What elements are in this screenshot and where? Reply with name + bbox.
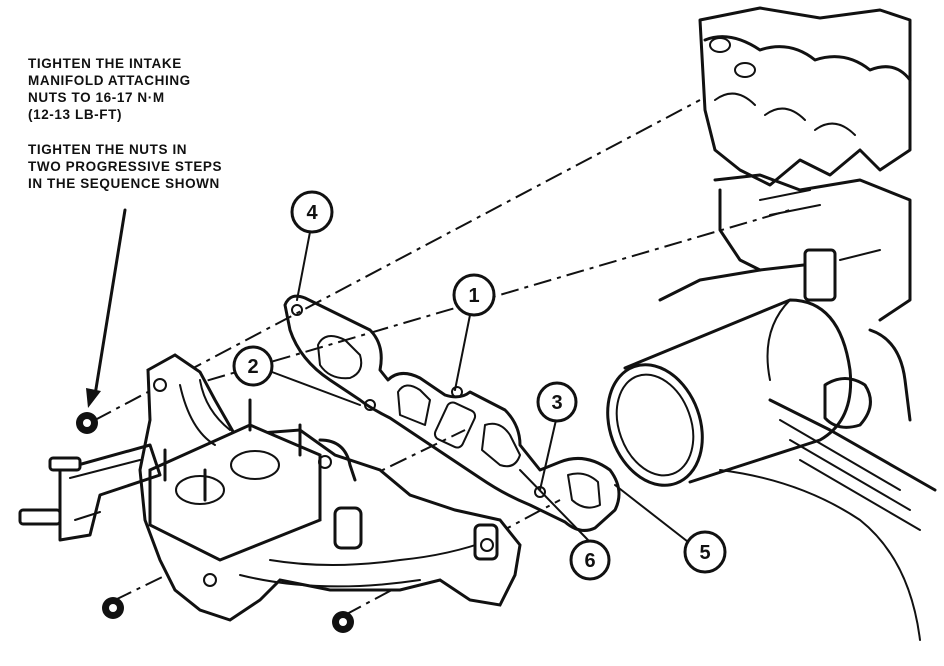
callout-1: 1 [452, 273, 496, 317]
callout-2: 2 [232, 345, 274, 387]
sequence-instruction: TIGHTEN THE NUTS IN TWO PROGRESSIVE STEP… [28, 141, 222, 192]
callout-3: 3 [536, 381, 578, 423]
torque-line-1: TIGHTEN THE INTAKE [28, 56, 182, 71]
torque-instruction: TIGHTEN THE INTAKE MANIFOLD ATTACHING NU… [28, 55, 191, 123]
callout-1-label: 1 [468, 285, 479, 307]
intake-gasket [283, 294, 621, 532]
callout-6: 6 [569, 539, 611, 581]
sequence-line-1: TIGHTEN THE NUTS IN [28, 142, 188, 157]
engine-block [658, 6, 937, 641]
leader-lines [271, 231, 693, 546]
callout-5: 5 [683, 530, 727, 574]
oil-filter [606, 248, 872, 487]
callout-6-label: 6 [584, 550, 595, 572]
note-arrow [86, 208, 127, 408]
nuts [76, 412, 354, 633]
torque-line-2: MANIFOLD ATTACHING [28, 73, 191, 88]
torque-line-4: (12-13 LB-FT) [28, 107, 123, 122]
callout-3-label: 3 [551, 392, 562, 414]
callout-4: 4 [290, 190, 334, 234]
sequence-line-2: TWO PROGRESSIVE STEPS [28, 159, 223, 174]
callout-5-label: 5 [699, 542, 710, 564]
sequence-line-3: IN THE SEQUENCE SHOWN [28, 176, 220, 191]
torque-line-3: NUTS TO 16-17 N·m [28, 90, 165, 105]
callout-4-label: 4 [306, 202, 318, 224]
intake-manifold [18, 353, 522, 622]
callout-2-label: 2 [247, 356, 258, 378]
